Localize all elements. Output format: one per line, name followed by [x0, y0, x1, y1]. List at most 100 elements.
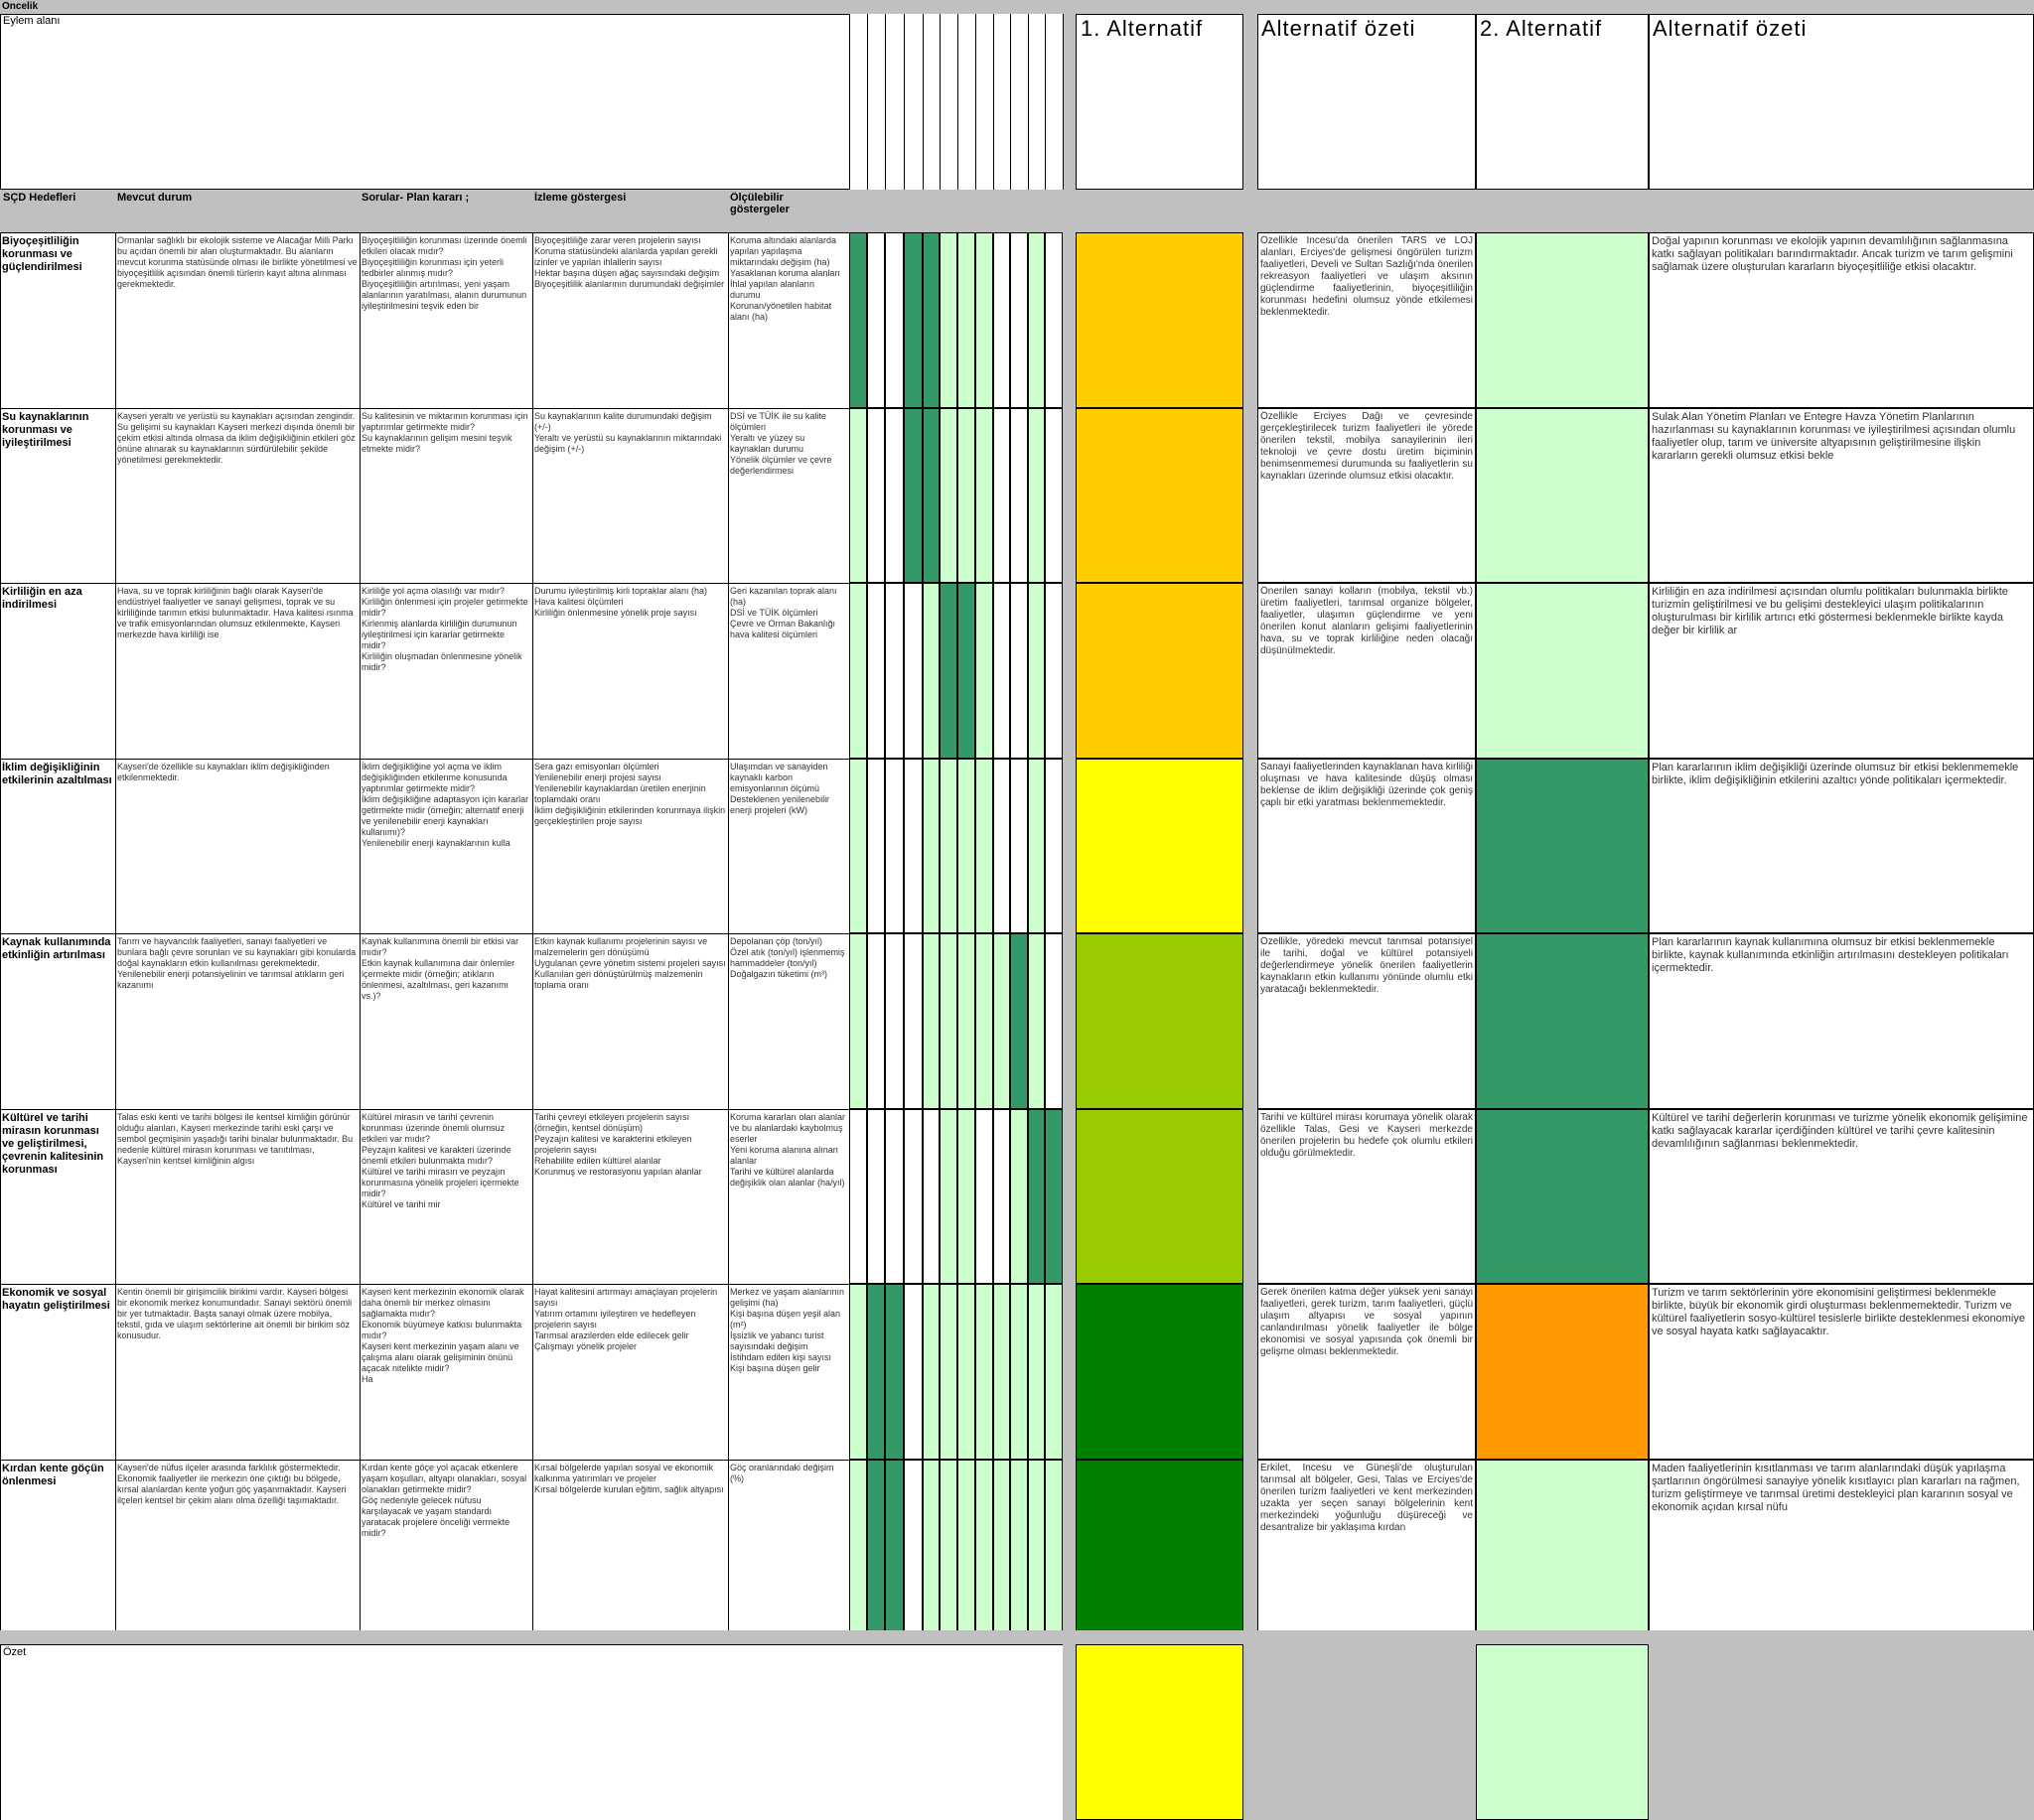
top-bar: [0, 0, 2034, 14]
monitoring-indicator: Su kaynaklarının kalite durumundaki deği…: [534, 411, 722, 454]
impact-cell: [867, 232, 885, 408]
grid-header-line: [975, 14, 976, 190]
impact-cell: [1010, 583, 1028, 759]
col-border: [0, 933, 1, 1109]
measurable-indicators: Depolanan çöp (ton/yıl) Özel atık (ton/y…: [730, 936, 845, 979]
grid-header-line: [867, 14, 868, 190]
grid-header-line: [957, 14, 958, 190]
impact-cell: [957, 1109, 975, 1284]
impact-cell: [993, 1109, 1010, 1284]
impact-cell: [975, 759, 993, 933]
grid-header-line: [993, 14, 994, 190]
impact-cell: [1045, 1284, 1063, 1460]
goal-title: İklim değişikliğinin etkilerinin azaltıl…: [2, 762, 112, 786]
col-border: [115, 759, 116, 933]
impact-cell: [885, 933, 904, 1109]
col-border: [532, 1109, 533, 1284]
impact-cell: [1010, 1109, 1028, 1284]
alt2-summary: Plan kararlarının iklim değişikliği üzer…: [1652, 762, 2019, 786]
grid-header-line: [904, 14, 905, 190]
impact-cell: [885, 759, 904, 933]
alt2-header-cell: [1476, 14, 1649, 190]
questions-plan: İklim değişikliğine yol açma ve iklim de…: [362, 762, 529, 848]
oncelik-label: Öncelik: [2, 1, 39, 12]
current-status: Hava, su ve toprak kirliliğinin bağlı ol…: [117, 586, 354, 639]
col-border: [728, 1109, 729, 1284]
col-border: [728, 583, 729, 759]
impact-cell: [867, 759, 885, 933]
alt1-score: [1076, 1109, 1243, 1284]
col-border: [532, 232, 533, 408]
alt1-summary-cell: [1257, 583, 1476, 759]
summary-label: Özet: [3, 1646, 27, 1658]
alt1-summary: Sanayi faaliyetlerinden kaynaklanan hava…: [1260, 762, 1473, 808]
alt1-summary: Özellikle, yöredeki mevcut tarımsal pota…: [1260, 936, 1473, 995]
alt1-summary-cell: [1257, 759, 1476, 933]
summary-gap-3: [1649, 1644, 2034, 1820]
alt2-summary: Doğal yapının korunması ve ekolojik yapı…: [1652, 235, 2013, 273]
impact-cell: [923, 232, 940, 408]
measurable-indicators: DSİ ve TÜİK ile su kalite ölçümleri Yera…: [730, 411, 832, 476]
alt1-score: [1076, 408, 1243, 583]
impact-cell: [849, 408, 867, 583]
summary-alt2-score: [1476, 1644, 1649, 1820]
impact-cell: [1028, 583, 1045, 759]
impact-cell: [849, 232, 867, 408]
row-border: [0, 933, 1063, 934]
impact-cell: [885, 1284, 904, 1460]
alt2-summary: Kirliliğin en aza indirilmesi açısından …: [1652, 586, 2008, 636]
questions-plan: Kirliliğe yol açma olasılığı var mıdır? …: [362, 586, 528, 672]
col-border: [115, 408, 116, 583]
alt1-summary-cell: [1257, 1284, 1476, 1460]
gap-top-1: [1063, 14, 1076, 190]
monitoring-indicator: Etkin kaynak kullanımı projelerinin sayı…: [534, 936, 726, 990]
col-border: [532, 1460, 533, 1634]
goal-title: Kültürel ve tarihi mirasın korunması ve …: [2, 1112, 104, 1176]
alt2-summary: Sulak Alan Yönetim Planları ve Entegre H…: [1652, 411, 2016, 462]
column-header-band: [0, 190, 2034, 232]
grid-header-line: [940, 14, 941, 190]
impact-cell: [940, 583, 957, 759]
current-status: Kentin önemli bir girişimcilik birikimi …: [117, 1287, 353, 1340]
alt2-score: [1476, 1284, 1649, 1460]
row-border: [0, 408, 1063, 409]
impact-cell: [1045, 759, 1063, 933]
measurable-indicators: Göç oranlarındaki değişim (%): [730, 1463, 834, 1483]
col-border: [728, 933, 729, 1109]
grid-header-line: [849, 14, 850, 190]
col-border: [360, 583, 361, 759]
grid-header-line: [885, 14, 886, 190]
col-border: [115, 1109, 116, 1284]
gap-mid: [1243, 232, 1257, 1644]
impact-cell: [975, 1460, 993, 1634]
row-border: [0, 583, 1063, 584]
impact-cell: [849, 933, 867, 1109]
col-border: [0, 408, 1, 583]
alt1-summary-header: Alternatif özeti: [1261, 16, 1416, 41]
impact-cell: [1045, 1460, 1063, 1634]
alt2-score: [1476, 232, 1649, 408]
impact-cell: [957, 1284, 975, 1460]
measurable-indicators: Merkez ve yaşam alanlarının gelişimi (ha…: [730, 1287, 845, 1373]
impact-cell: [867, 1460, 885, 1634]
eylem-alani-label: Eylem alanı: [3, 15, 61, 27]
alt1-summary: Tarihi ve kültürel mirası korumaya yönel…: [1260, 1112, 1473, 1159]
alt1-summary-cell: [1257, 408, 1476, 583]
impact-cell: [904, 759, 923, 933]
alt2-summary-header: Alternatif özeti: [1653, 16, 1808, 41]
alt2-score: [1476, 759, 1649, 933]
impact-cell: [885, 408, 904, 583]
impact-cell: [849, 583, 867, 759]
measurable-indicators: Koruma kararları olan alanlar ve bu alan…: [730, 1112, 846, 1188]
alt1-summary-cell: [1257, 232, 1476, 408]
alt1-score: [1076, 933, 1243, 1109]
grid-header-line: [1063, 14, 1064, 190]
eylem-alani-box: [0, 14, 850, 190]
impact-cell: [1028, 1109, 1045, 1284]
impact-cell: [904, 933, 923, 1109]
alt2-summary: Kültürel ve tarihi değerlerin korunması …: [1652, 1112, 2028, 1150]
impact-cell: [1028, 232, 1045, 408]
col-border: [0, 232, 1, 408]
alt1-summary-header-cell: [1257, 14, 1476, 190]
impact-cell: [975, 583, 993, 759]
